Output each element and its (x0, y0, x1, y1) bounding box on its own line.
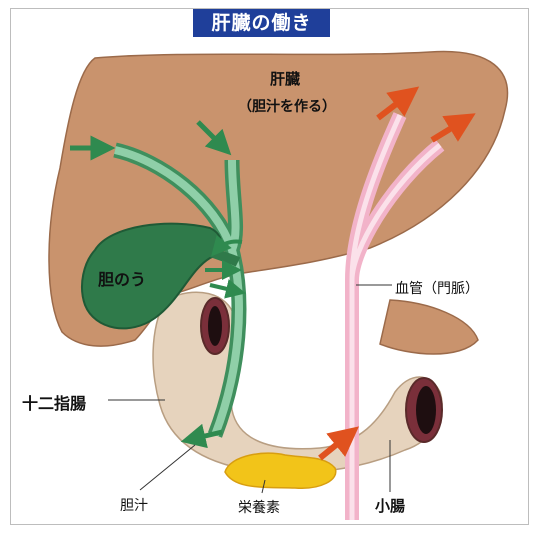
small-intestine-lumen (416, 386, 436, 434)
liver-label: 肝臓 (270, 68, 300, 89)
liver-lower-lobe (380, 300, 478, 354)
blood-vessel-label: 血管（門脈） (395, 278, 479, 298)
bile-label: 胆汁 (120, 495, 148, 515)
duodenum-label: 十二指腸 (22, 390, 86, 414)
nutrients-label: 栄養素 (238, 497, 280, 517)
duodenum-lumen (208, 306, 222, 346)
liver-note-label: （胆汁を作る） (238, 96, 336, 116)
diagram-title: 肝臓の働き (193, 9, 330, 37)
gallbladder-label: 胆のう (98, 266, 146, 290)
nutrients-blob (225, 453, 336, 488)
small-intestine-label: 小腸 (375, 495, 405, 516)
leader-bile (140, 445, 195, 490)
